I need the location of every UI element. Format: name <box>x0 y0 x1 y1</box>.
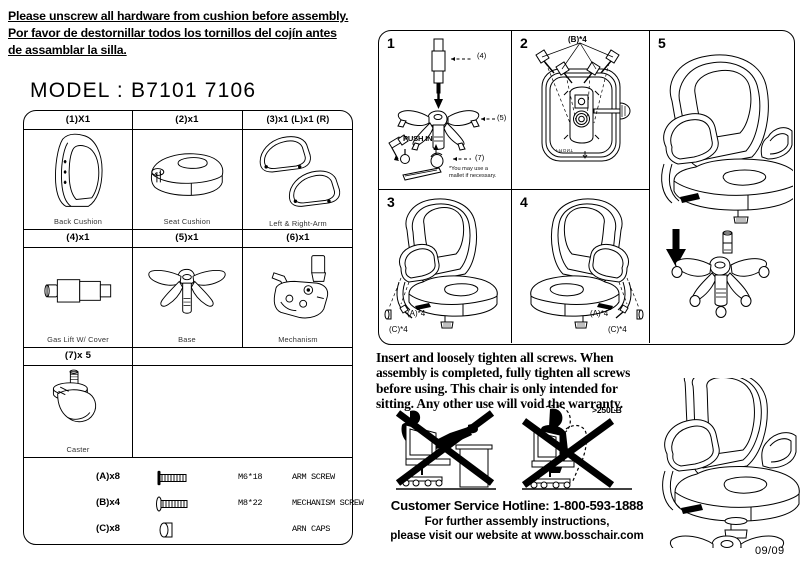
assembly-steps-panel: 1 <box>378 30 795 345</box>
step-5: 5 <box>650 31 793 343</box>
step-3-callout-screw: (A)*4 <box>407 309 426 318</box>
table-rule <box>24 457 352 458</box>
hardware-code: (A)x8 <box>96 471 120 482</box>
part-name: Base <box>178 335 196 344</box>
hardware-row-b: (B)x4 M8*22 MECHANISM SCREW <box>24 491 364 517</box>
base-icon <box>132 247 242 333</box>
part-cell-armrests: (3)x1 (L)x1 (R) <box>242 111 354 229</box>
step-4-callout-cap: (C)*4 <box>608 325 627 334</box>
step-divider <box>379 189 649 190</box>
part-cell-base: (5)x1 Base <box>132 229 242 347</box>
hardware-size: M6*18 <box>238 472 263 482</box>
safety-pictograms: >250LB <box>392 403 642 495</box>
hardware-row-a: (A)x8 M6*18 ARM SCREW <box>24 465 354 491</box>
part-name: Left & Right-Arm <box>269 219 327 228</box>
step-number: 2 <box>520 35 528 51</box>
part-name: Back Cushion <box>54 217 102 226</box>
step-5-diagram <box>650 31 793 343</box>
step-3-callout-cap: (C)*4 <box>389 325 408 334</box>
step-4-callout-screw: (A)*4 <box>590 309 609 318</box>
armrest-pair-icon <box>242 129 354 215</box>
step-4-diagram <box>512 190 649 343</box>
hardware-size: M8*22 <box>238 498 263 508</box>
warning-line-english: Please unscrew all hardware from cushion… <box>8 9 349 23</box>
part-code: (1)X1 <box>65 114 91 125</box>
table-rule <box>24 347 352 348</box>
weight-limit-label: >250LB <box>592 405 622 415</box>
part-code: (2)x1 <box>175 114 199 125</box>
hardware-desc: ARN CAPS <box>292 524 331 534</box>
model-label: MODEL : B7101 7106 <box>30 79 257 102</box>
hardware-row-c: (C)x8 ARN CAPS <box>24 517 354 543</box>
step-3: 3 <box>379 190 511 343</box>
step-1-callout-caster: (7) <box>475 153 485 162</box>
part-code: (4)x1 <box>66 232 90 243</box>
part-name: Caster <box>66 445 90 454</box>
part-cell-seat-cushion: (2)x1 Seat Cushion <box>132 111 242 229</box>
hardware-code: (B)x4 <box>96 497 120 508</box>
gas-lift-icon <box>24 247 132 333</box>
step-number: 5 <box>658 35 666 51</box>
warning-line-spanish-2: de assamblar la silla. <box>8 43 127 57</box>
step-4: 4 <box>512 190 649 343</box>
seat-cushion-icon <box>132 129 242 215</box>
step-divider <box>649 31 650 343</box>
caster-icon <box>24 365 132 443</box>
step-1: 1 <box>379 31 511 189</box>
mechanism-icon <box>242 247 354 333</box>
hardware-list: (A)x8 M6*18 ARM SCREW (B)x4 <box>24 457 364 543</box>
part-code: (5)x1 <box>175 232 199 243</box>
step-1-diagram <box>379 31 511 189</box>
step-1-push-in-label: PUSH IN <box>403 134 433 143</box>
step-3-diagram <box>379 190 511 343</box>
part-cell-gas-lift: (4)x1 Gas Lift W/ Cover <box>24 229 132 347</box>
table-rule <box>24 229 352 230</box>
hardware-desc: ARM SCREW <box>292 472 335 482</box>
table-rule <box>24 247 352 248</box>
date-code: 09/09 <box>755 545 785 557</box>
step-1-callout-gas-lift: (4) <box>477 51 487 60</box>
part-name: Mechanism <box>278 335 318 344</box>
instructions-paragraph: Insert and loosely tighten all screws. W… <box>376 350 631 412</box>
warning-line-spanish-1: Por favor de destornillar todos los torn… <box>8 26 337 40</box>
step-number: 4 <box>520 194 528 210</box>
hardware-code: (C)x8 <box>96 523 120 534</box>
step-1-callout-base: (5) <box>497 113 507 122</box>
part-code: (3)x1 (L)x1 (R) <box>266 114 330 124</box>
parts-table: (1)X1 Back Cushion (2)x1 <box>23 110 364 545</box>
part-name: Seat Cushion <box>163 217 211 226</box>
part-code: (7)x 5 <box>64 350 92 361</box>
step-number: 3 <box>387 194 395 210</box>
service-website: please visit our website at www.bosschai… <box>390 529 644 542</box>
step-number: 1 <box>387 35 395 51</box>
part-cell-back-cushion: (1)X1 Back Cushion <box>24 111 132 229</box>
step-2-front-label: FRONT <box>556 148 574 153</box>
part-code: (6)x1 <box>286 232 310 243</box>
table-rule <box>24 365 352 366</box>
step-divider <box>511 31 512 343</box>
step-2: 2 <box>512 31 649 189</box>
part-cell-caster: (7)x 5 Caster <box>24 347 132 457</box>
table-divider <box>132 347 133 457</box>
step-2-diagram <box>512 31 649 189</box>
finished-chair-illustration <box>655 378 800 548</box>
back-cushion-icon <box>24 129 132 215</box>
screw-icon <box>152 493 200 515</box>
step-1-mallet-note: *You may use a mallet if necessary. <box>449 166 497 179</box>
hardware-desc: MECHANISM SCREW <box>292 498 364 508</box>
cap-icon <box>152 519 200 541</box>
table-rule <box>24 129 352 130</box>
header-warning: Please unscrew all hardware from cushion… <box>8 8 368 59</box>
service-line-2: For further assembly instructions, <box>424 515 610 528</box>
part-name: Gas Lift W/ Cover <box>47 335 109 344</box>
screw-icon <box>152 467 200 489</box>
part-cell-mechanism: (6)x1 Mechanism <box>242 229 354 347</box>
service-hotline: Customer Service Hotline: 1-800-593-1888 <box>390 498 644 513</box>
customer-service-block: Customer Service Hotline: 1-800-593-1888… <box>372 498 662 542</box>
step-2-callout-screws: (B)*4 <box>568 35 587 44</box>
